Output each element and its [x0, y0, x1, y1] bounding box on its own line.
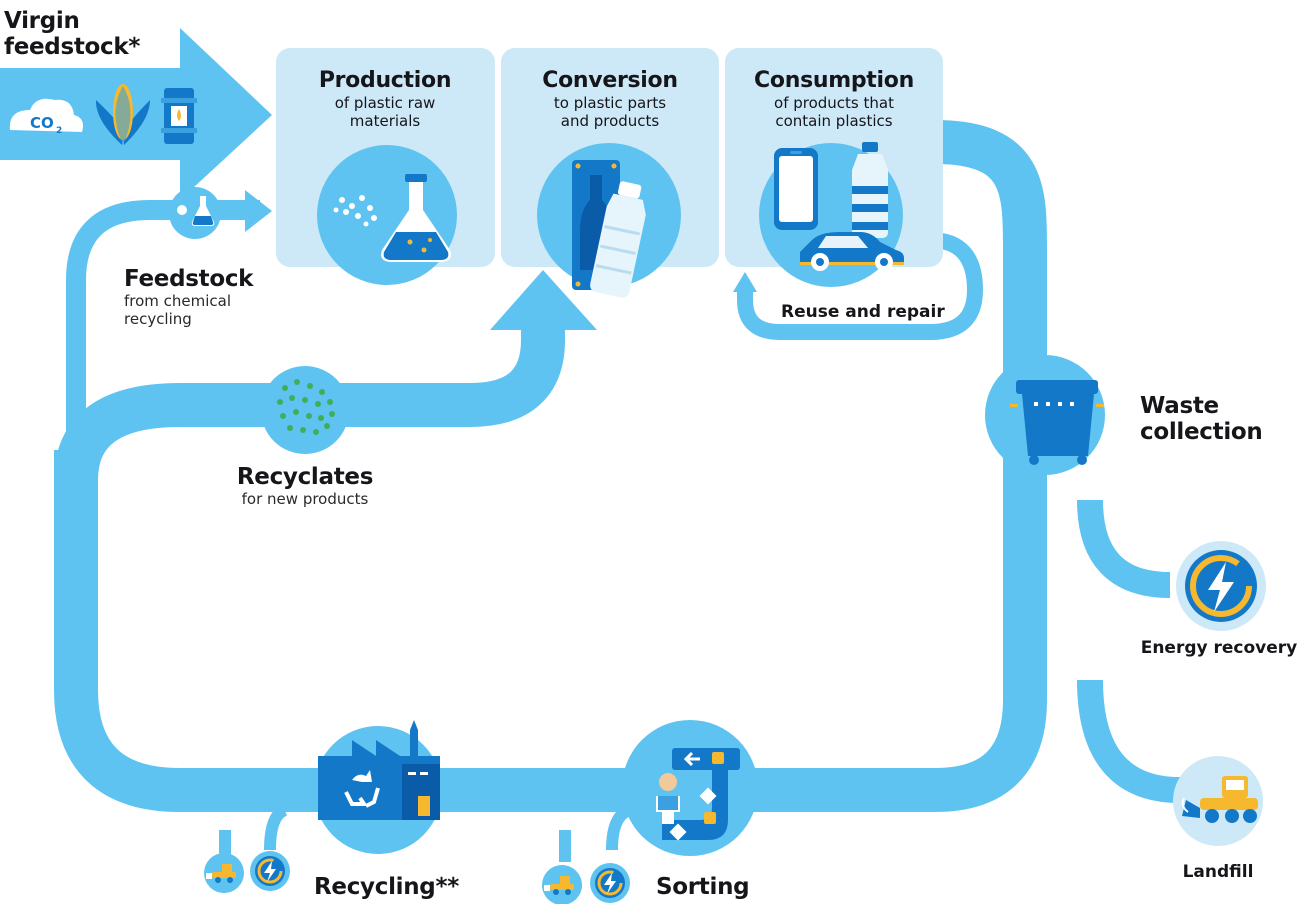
consumption-label: Consumption of products that contain pla…: [732, 68, 936, 130]
reuse-flow: [737, 232, 983, 340]
co2-subscript: 2: [56, 126, 62, 136]
car-icon: [800, 232, 904, 271]
production-subtitle: of plastic raw materials: [334, 94, 436, 130]
factory-recycle-icon: [318, 720, 440, 820]
landfill-label: Landfill: [1182, 862, 1254, 882]
consumption-title: Consumption: [754, 68, 914, 93]
recyclates-circle: [261, 366, 349, 454]
recyclates-title: Recyclates: [236, 464, 374, 490]
lightning-icon: [1185, 550, 1257, 622]
sorting-energy-small-icon: [595, 868, 625, 898]
consumption-subtitle: of products that contain plastics: [774, 94, 894, 130]
virgin-feedstock-arrow: [0, 28, 272, 200]
virgin-feedstock-label: Virgin feedstock*: [4, 8, 141, 60]
feedstock-subtitle: from chemical recycling: [124, 292, 232, 328]
co2-text: CO: [30, 114, 54, 132]
recyclates-subtitle: for new products: [241, 490, 369, 508]
conversion-title: Conversion: [542, 68, 678, 93]
bottle-mold-icon: [572, 160, 646, 298]
recycling-landfill-small-icon: [206, 864, 236, 883]
oil-barrel-icon: [161, 88, 197, 144]
conversion-subtitle: to plastic parts and products: [553, 94, 667, 130]
production-title: Production: [318, 68, 452, 93]
bulldozer-icon: [1181, 776, 1258, 823]
energy-recovery-label: Energy recovery: [1140, 638, 1298, 658]
conversion-arrowhead: [490, 270, 597, 330]
sorting-conveyor-icon: [656, 748, 740, 841]
sorting-branch-2: [606, 804, 633, 851]
production-label: Production of plastic raw materials: [285, 68, 485, 130]
recyclates-label: Recyclates for new products: [215, 464, 395, 508]
reuse-repair-label: Reuse and repair: [781, 302, 945, 322]
main-flow-right: [600, 120, 1047, 812]
feedstock-title: Feedstock: [124, 266, 254, 292]
reuse-arrowhead: [733, 272, 757, 292]
feedstock-flask-icon: [177, 196, 215, 226]
conversion-label: Conversion to plastic parts and products: [510, 68, 710, 130]
corn-icon: [95, 84, 150, 145]
main-flow-bottom: [54, 450, 660, 812]
feedstock-arrowhead: [245, 190, 272, 232]
feedstock-flow: [66, 200, 260, 470]
sorting-label: Sorting: [656, 874, 750, 900]
co2-cloud-icon: CO 2: [9, 98, 83, 136]
smartphone-icon: [774, 148, 818, 230]
recycling-energy-small-icon: [255, 856, 285, 886]
recycling-label: Recycling**: [314, 874, 459, 900]
recycling-branch-2: [264, 804, 288, 851]
landfill-branch: [1077, 679, 1181, 803]
feedstock-label: Feedstock from chemical recycling: [124, 266, 254, 328]
waste-container-icon: [1010, 380, 1104, 465]
flask-icon: [333, 174, 451, 262]
bottle-icon: [852, 142, 888, 238]
recyclate-pellets-icon: [277, 379, 335, 435]
energy-branch: [1077, 499, 1171, 598]
sorting-landfill-small-icon: [544, 876, 574, 895]
waste-collection-label: Waste collection: [1140, 393, 1263, 445]
feedstock-circle: [169, 187, 221, 239]
production-circle: [317, 145, 457, 285]
